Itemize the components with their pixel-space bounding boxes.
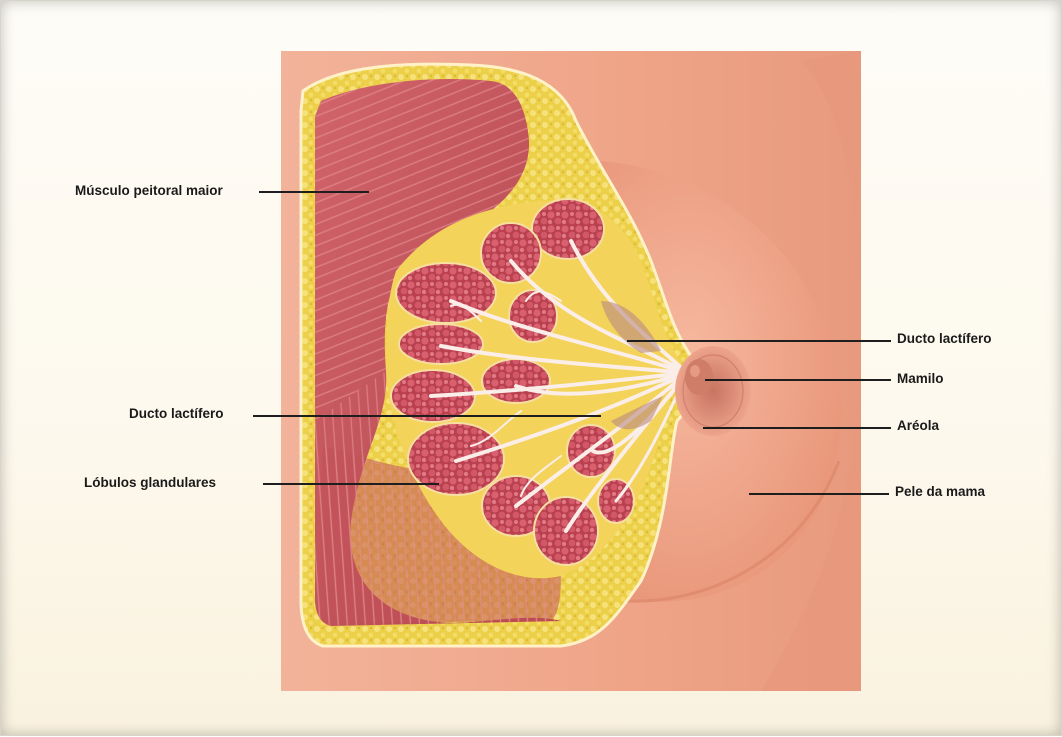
leader-duct-right xyxy=(627,340,891,342)
leader-lobules xyxy=(263,483,439,485)
leader-nipple xyxy=(705,379,891,381)
label-lobules: Lóbulos glandulares xyxy=(84,475,216,491)
label-skin: Pele da mama xyxy=(895,484,985,500)
label-duct-left: Ducto lactífero xyxy=(129,406,224,422)
leader-pectoral-muscle xyxy=(259,191,369,193)
label-pectoral-muscle: Músculo peitoral maior xyxy=(75,183,223,199)
nipple-highlight xyxy=(690,365,700,377)
leader-duct-left xyxy=(253,415,601,417)
label-nipple: Mamilo xyxy=(897,371,944,387)
areola xyxy=(675,346,751,436)
label-duct-right: Ducto lactífero xyxy=(897,331,992,347)
leader-skin xyxy=(749,493,889,495)
nipple xyxy=(685,359,713,395)
label-areola: Aréola xyxy=(897,418,939,434)
leader-areola xyxy=(703,427,891,429)
